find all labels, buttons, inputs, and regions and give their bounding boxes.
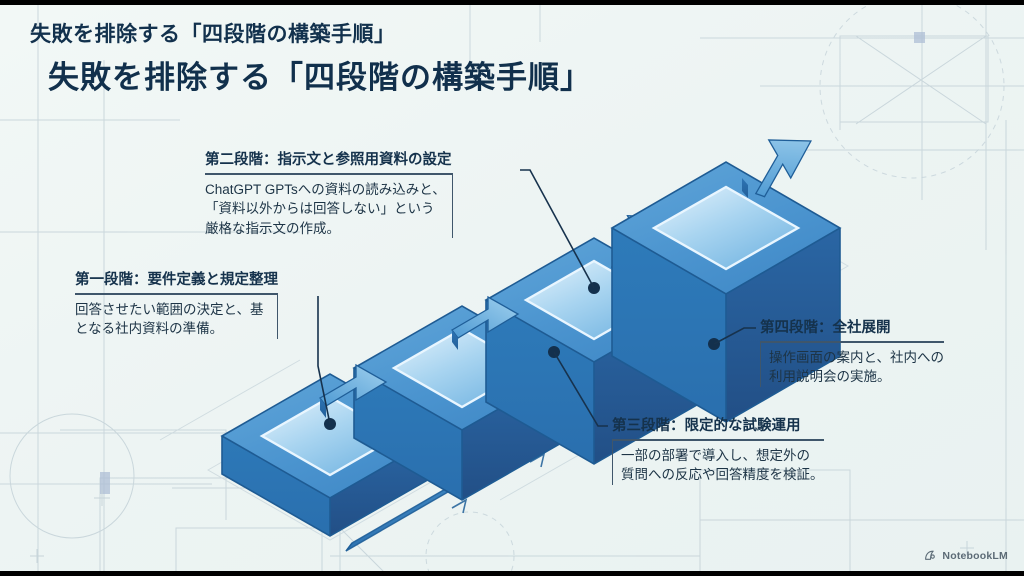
leader-line-1 <box>317 296 331 425</box>
callout-step-3-heading: 第三段階：限定的な試験運用 <box>612 418 801 434</box>
stage-block-4 <box>610 139 842 423</box>
leader-line-4 <box>713 327 756 345</box>
callout-step-3: 第三段階：限定的な試験運用 一部の部署で導入し、想定外の 質問への反応や回答精度… <box>612 414 824 485</box>
callout-step-1-heading: 第一段階：要件定義と規定整理 <box>75 272 278 288</box>
callout-step-3-rule <box>612 439 824 441</box>
letterbox-top <box>0 0 1024 5</box>
page-title: 失敗を排除する「四段階の構築手順」 <box>48 60 592 95</box>
callout-step-2-heading: 第二段階：指示文と参照用資料の設定 <box>205 152 452 168</box>
callout-step-1: 第一段階：要件定義と規定整理 回答させたい範囲の決定と、基 となる社内資料の準備… <box>75 268 278 339</box>
callout-step-2-body: ChatGPT GPTsへの資料の読み込みと、 「資料以外からは回答しない」とい… <box>205 181 446 236</box>
callout-step-4-rule <box>760 341 944 343</box>
callout-step-4-heading: 第四段階：全社展開 <box>760 320 891 336</box>
letterbox-bottom <box>0 571 1024 576</box>
leader-lines <box>317 169 756 427</box>
callout-step-4: 第四段階：全社展開 操作画面の案内と、社内への 利用説明会の実施。 <box>760 316 944 387</box>
callout-step-3-body: 一部の部署で導入し、想定外の 質問への反応や回答精度を検証。 <box>621 447 824 483</box>
leader-line-2 <box>520 169 595 289</box>
notebooklm-logo-icon <box>925 550 936 560</box>
callout-step-1-rule <box>75 293 278 295</box>
notebooklm-watermark-label: NotebookLM <box>942 549 1008 562</box>
callout-step-1-body: 回答させたい範囲の決定と、基 となる社内資料の準備。 <box>75 301 264 337</box>
callout-step-2: 第二段階：指示文と参照用資料の設定 ChatGPT GPTsへの資料の読み込みと… <box>205 148 453 239</box>
callout-step-4-body: 操作画面の案内と、社内への 利用説明会の実施。 <box>769 349 944 385</box>
leader-line-3 <box>553 351 608 427</box>
callout-step-2-rule <box>205 173 453 175</box>
eyebrow-title: 失敗を排除する「四段階の構築手順」 <box>30 23 396 46</box>
notebooklm-watermark: NotebookLM <box>924 549 1008 562</box>
